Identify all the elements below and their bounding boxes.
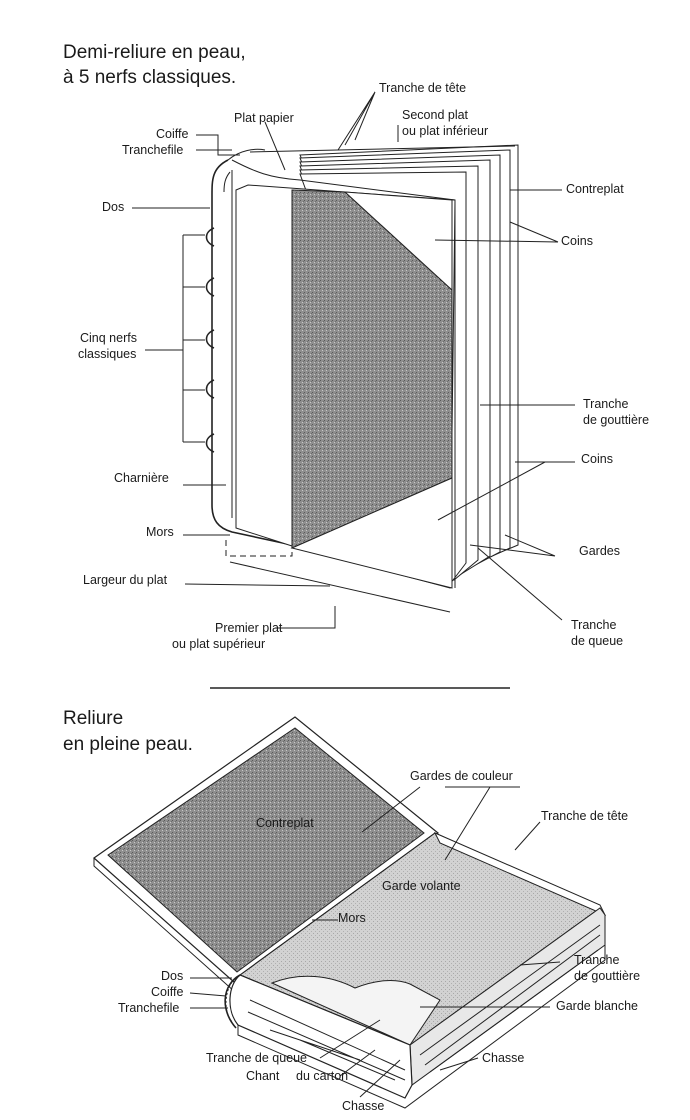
label-contreplat: Contreplat	[566, 182, 624, 196]
diagram1-leader-lines	[132, 91, 575, 629]
label-gardes-de-couleur: Gardes de couleur	[410, 769, 513, 783]
label-coins-top: Coins	[561, 234, 593, 248]
diagram2-title-line1: Reliure	[63, 708, 123, 729]
label-premier-plat-line1: Premier plat	[215, 621, 283, 635]
label-coiffe: Coiffe	[156, 127, 188, 141]
label-second-plat-line1: Second plat	[402, 108, 469, 122]
label-dos: Dos	[102, 200, 124, 214]
label-tranche-de-queue-line2: de queue	[571, 634, 623, 648]
label-tranche-gouttiere-2-line2: de gouttière	[574, 969, 640, 983]
label-premier-plat-line2: ou plat supérieur	[172, 637, 265, 651]
label-charniere: Charnière	[114, 471, 169, 485]
label-tranche-de-queue-2: Tranche de queue	[206, 1051, 307, 1065]
label-coiffe-2: Coiffe	[151, 985, 183, 999]
diagram-half-binding: Demi-reliure en peau, à 5 nerfs classiqu…	[63, 42, 649, 651]
diagram2-leader-lines	[189, 786, 561, 1098]
label-tranche-gouttiere-line2: de gouttière	[583, 413, 649, 427]
label-garde-blanche: Garde blanche	[556, 999, 638, 1013]
label-tranche-de-tete-2: Tranche de tête	[541, 809, 628, 823]
label-cinq-nerfs-line2: classiques	[78, 347, 136, 361]
diagram2-title-line2: en pleine peau.	[63, 734, 193, 755]
label-tranche-gouttiere-2-line1: Tranche	[574, 953, 619, 967]
diagram-full-binding: Reliure en pleine peau.	[63, 708, 640, 1113]
label-mors: Mors	[146, 525, 174, 539]
diagram1-title-line2: à 5 nerfs classiques.	[63, 67, 236, 88]
label-mors-2: Mors	[338, 911, 366, 925]
raised-bands	[205, 227, 215, 453]
label-largeur-du-plat: Largeur du plat	[83, 573, 168, 587]
full-binding-book-drawing	[93, 716, 607, 1109]
label-contreplat-2: Contreplat	[256, 816, 314, 830]
label-du-carton: du carton	[296, 1069, 348, 1083]
label-coins-bottom: Coins	[581, 452, 613, 466]
label-cinq-nerfs-line1: Cinq nerfs	[80, 331, 137, 345]
label-plat-papier: Plat papier	[234, 111, 294, 125]
label-chant: Chant	[246, 1069, 280, 1083]
label-tranche-de-queue-line1: Tranche	[571, 618, 616, 632]
label-second-plat-line2: ou plat inférieur	[402, 124, 488, 138]
label-tranchefile-2: Tranchefile	[118, 1001, 179, 1015]
half-binding-book-drawing	[205, 144, 519, 589]
diagram1-title-line1: Demi-reliure en peau,	[63, 42, 246, 63]
label-tranche-gouttiere-line1: Tranche	[583, 397, 628, 411]
label-chasse-right: Chasse	[482, 1051, 524, 1065]
label-tranchefile: Tranchefile	[122, 143, 183, 157]
label-gardes: Gardes	[579, 544, 620, 558]
label-dos-2: Dos	[161, 969, 183, 983]
label-chasse-bottom: Chasse	[342, 1099, 384, 1113]
label-tranche-de-tete: Tranche de tête	[379, 81, 466, 95]
label-garde-volante: Garde volante	[382, 879, 461, 893]
